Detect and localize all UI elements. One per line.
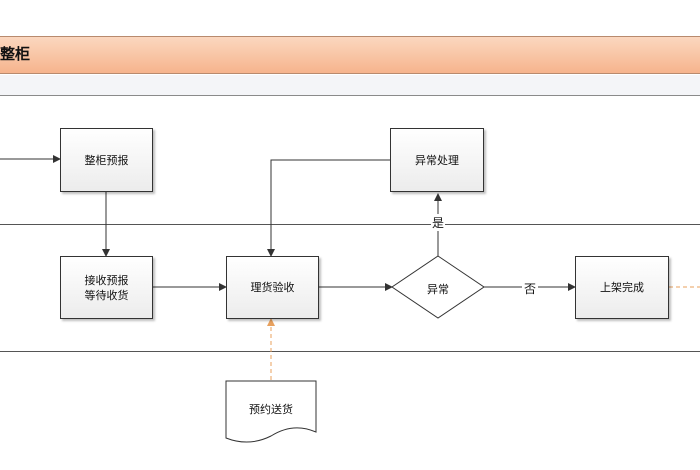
swimlane-title: 整柜 bbox=[0, 45, 31, 63]
lane-divider bbox=[0, 351, 700, 352]
swimlane-subheader bbox=[0, 75, 700, 96]
node-label: 上架完成 bbox=[600, 281, 644, 294]
node-container-booking: 整柜预报 bbox=[60, 128, 153, 192]
lane-divider bbox=[0, 224, 700, 225]
edge-label-yes: 是 bbox=[431, 214, 446, 231]
edge-label-no: 否 bbox=[522, 280, 539, 297]
node-label: 异常处理 bbox=[415, 153, 459, 167]
edge-exception-return bbox=[267, 159, 390, 257]
node-exception-handling: 异常处理 bbox=[390, 128, 484, 192]
swimlane-header bbox=[0, 36, 700, 74]
node-receiving-inspection: 理货验收 bbox=[226, 256, 319, 319]
node-label: 理货验收 bbox=[250, 281, 295, 294]
document-shape bbox=[225, 380, 317, 443]
node-putaway-complete: 上架完成 bbox=[575, 256, 669, 319]
decision-diamond bbox=[391, 255, 485, 319]
document-label: 预约送货 bbox=[249, 403, 293, 416]
node-label-line1: 接收预报 bbox=[84, 273, 129, 287]
decision-label: 异常 bbox=[427, 283, 449, 296]
node-label: 整柜预报 bbox=[84, 153, 129, 167]
node-receive-booking: 接收预报 等待收货 bbox=[60, 256, 153, 319]
node-label-line2: 等待收货 bbox=[84, 288, 129, 302]
